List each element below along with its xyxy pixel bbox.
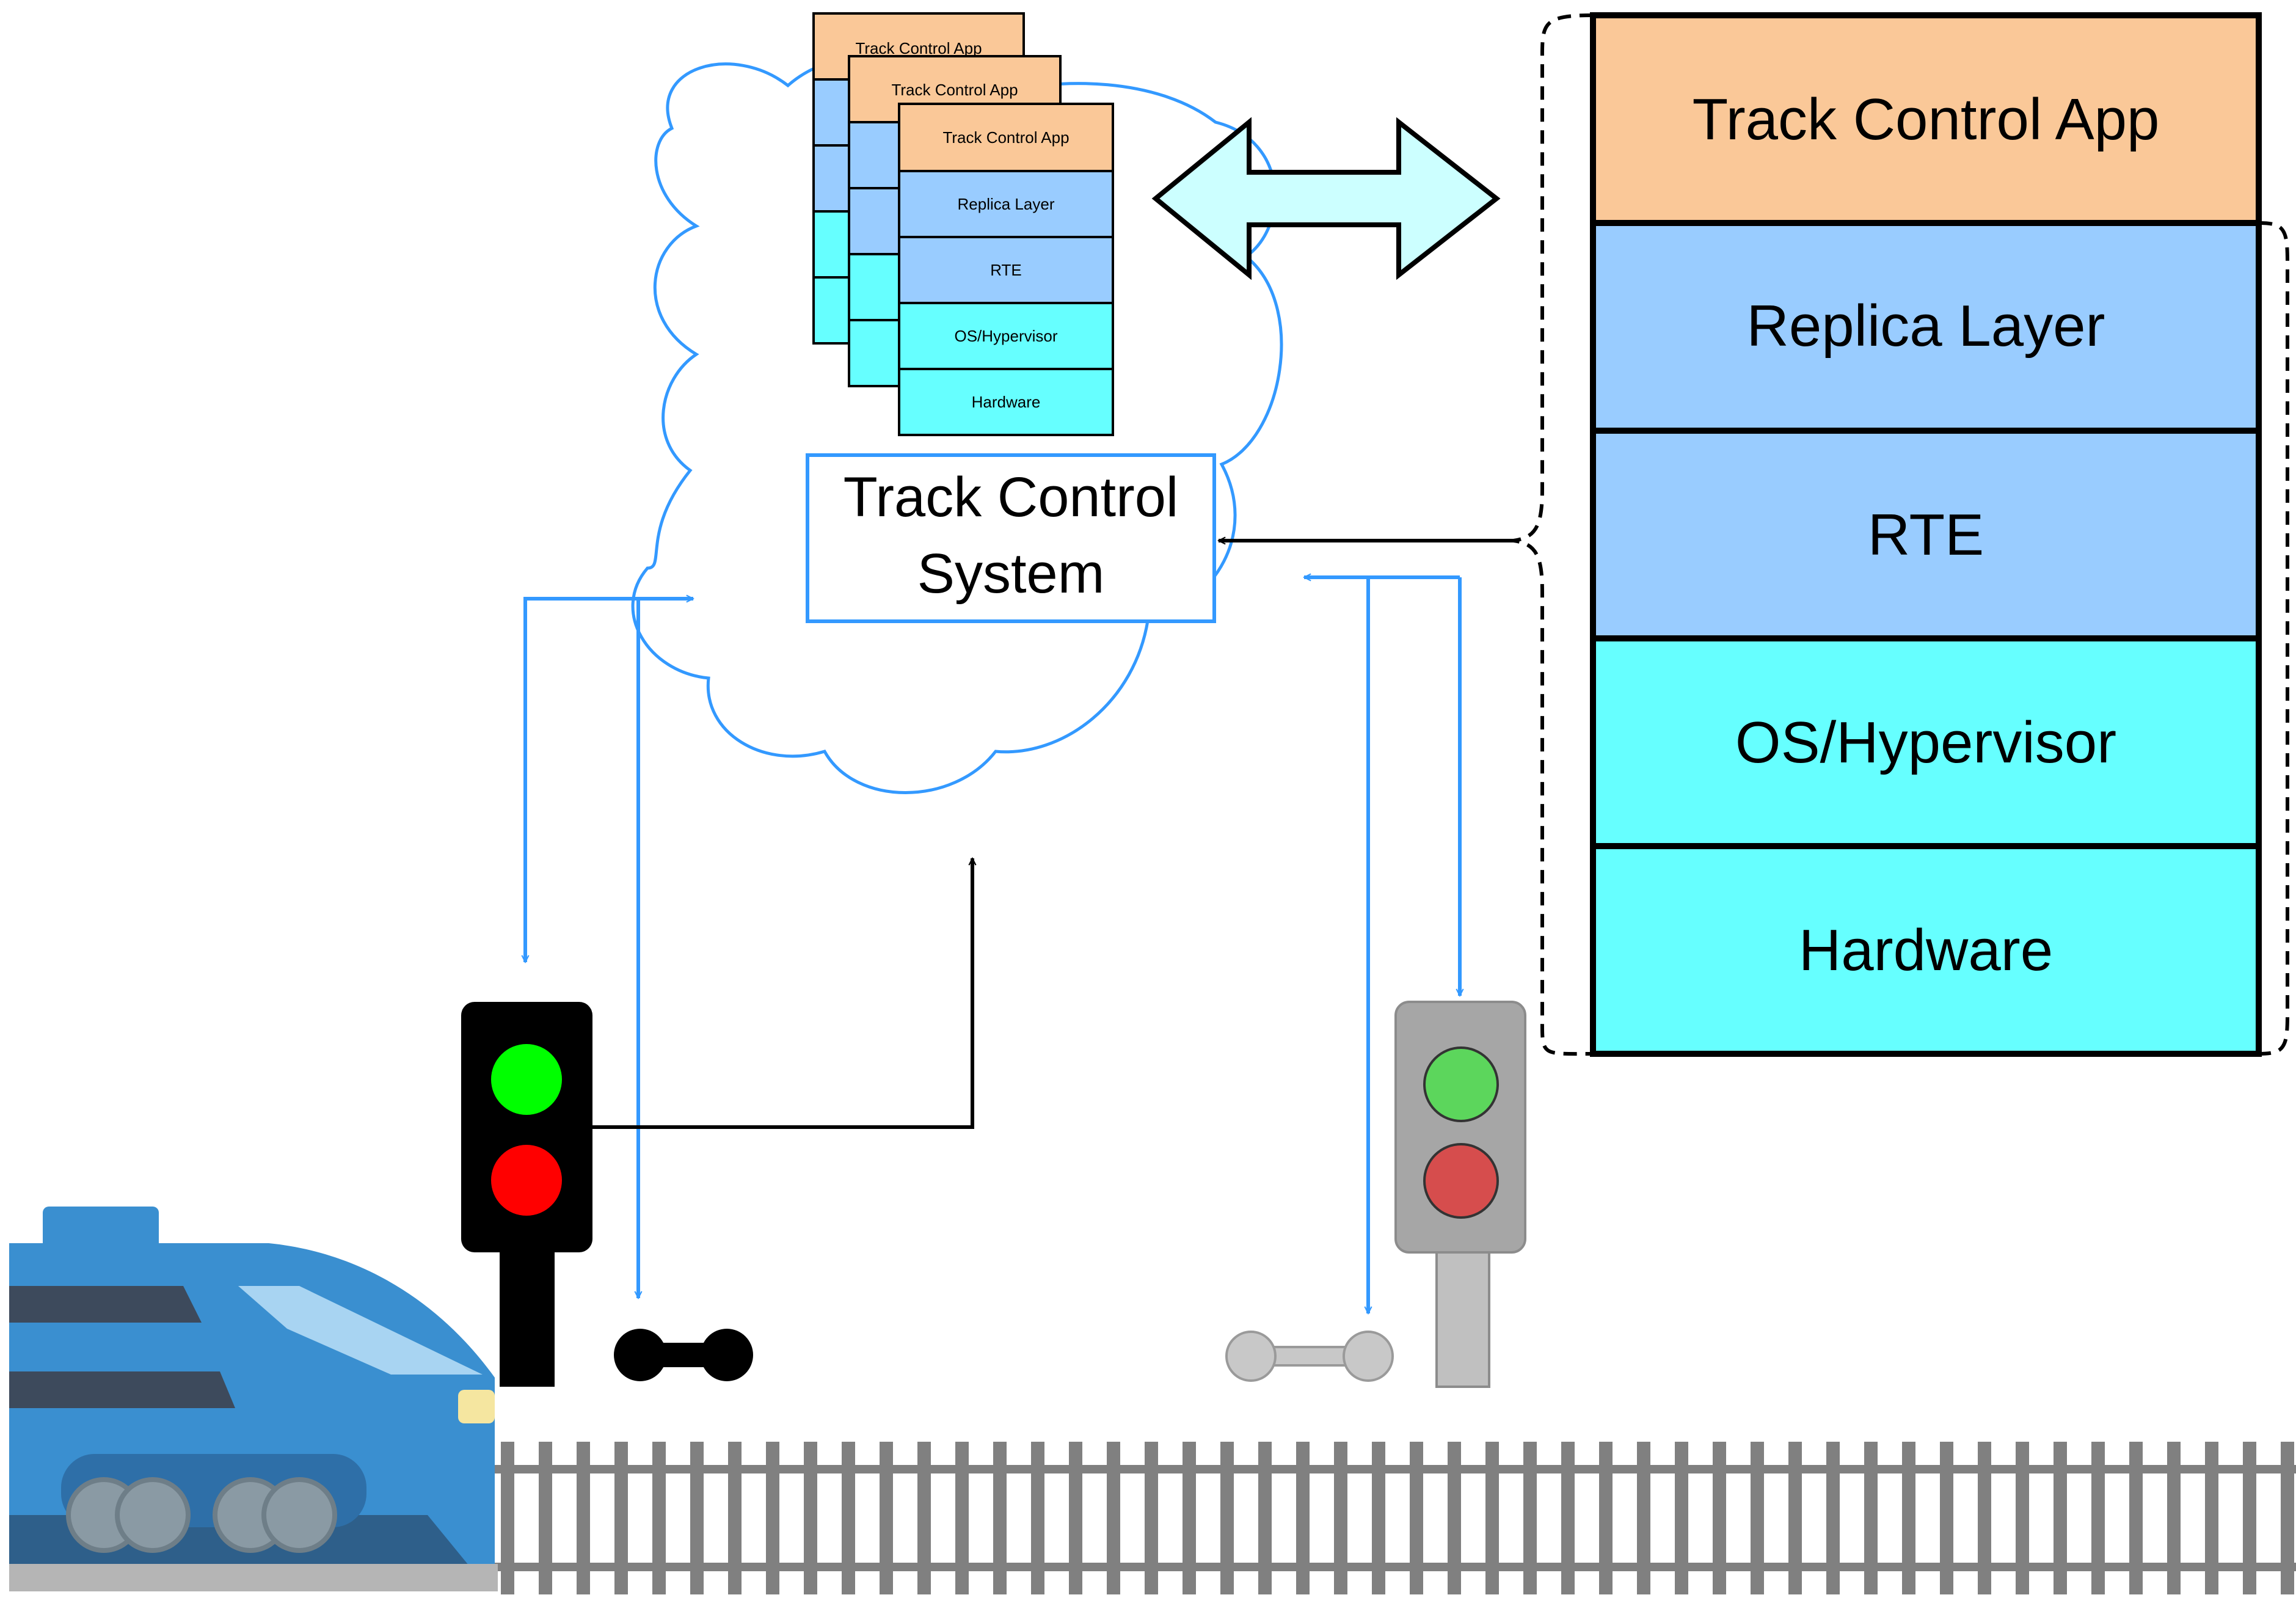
- mini-stack-front-layer-4: Hardware: [972, 393, 1041, 411]
- big-stack-layer-os: [1590, 635, 2262, 849]
- rail-tie: [1561, 1442, 1575, 1594]
- rail-tie: [2281, 1442, 2294, 1594]
- rail-tie: [1069, 1442, 1082, 1594]
- rail-tie: [1258, 1442, 1272, 1594]
- mini-stack-middle-label: Track Control App: [891, 81, 1018, 99]
- rail-tie: [1485, 1442, 1499, 1594]
- big-stack-layer-app: [1590, 12, 2262, 226]
- traffic-signal-icon: [461, 1002, 592, 1387]
- rail-tie: [614, 1442, 628, 1594]
- rail-tie: [577, 1442, 590, 1594]
- big-stack-label-3: OS/Hypervisor: [1735, 710, 2116, 775]
- rail-tie: [1864, 1442, 1878, 1594]
- rail-tie: [2091, 1442, 2105, 1594]
- track-control-system-box: Track Control System: [806, 453, 1216, 623]
- rail-tie: [2243, 1442, 2256, 1594]
- rail-tie: [728, 1442, 742, 1594]
- right-brace: [2258, 221, 2289, 1056]
- big-stack: Track Control App Replica Layer RTE OS/H…: [1590, 12, 2262, 1057]
- track-control-system-line1: Track Control: [844, 466, 1179, 528]
- track-control-system-line2: System: [917, 542, 1105, 605]
- left-brace: [1513, 13, 1594, 1056]
- rail-tie: [1599, 1442, 1613, 1594]
- rail-tie: [2016, 1442, 2029, 1594]
- rail-tie: [2205, 1442, 2218, 1594]
- mini-stack-back-label: Track Control App: [855, 39, 982, 57]
- railway-track: [464, 1442, 2296, 1594]
- rail-tie: [501, 1442, 514, 1594]
- rail-tie: [690, 1442, 704, 1594]
- rail-tie: [1675, 1442, 1688, 1594]
- rail-tie: [804, 1442, 817, 1594]
- rail-tie: [1107, 1442, 1120, 1594]
- rail-tie: [1410, 1442, 1423, 1594]
- rail-tie: [652, 1442, 666, 1594]
- traffic-signal-icon: [1394, 1001, 1526, 1388]
- rail-tie: [2129, 1442, 2143, 1594]
- signal-green-light: [491, 1044, 562, 1115]
- signal-to-cloud-arrow: [589, 858, 972, 1129]
- rail-tie: [1448, 1442, 1461, 1594]
- rail-tie: [1788, 1442, 1802, 1594]
- rail-tie: [842, 1442, 855, 1594]
- mini-stack-front-layer-2: RTE: [990, 261, 1022, 279]
- rail-tie: [1031, 1442, 1044, 1594]
- rail-tie: [993, 1442, 1007, 1594]
- rail-tie: [2167, 1442, 2181, 1594]
- signal-dim-red-light: [1423, 1143, 1499, 1219]
- rail-tie: [1372, 1442, 1385, 1594]
- right-connectors: [1304, 577, 1460, 1313]
- rail-tie: [1902, 1442, 1915, 1594]
- big-stack-layer-hardware: [1590, 843, 2262, 1057]
- rail-tie: [955, 1442, 969, 1594]
- rail-tie: [880, 1442, 893, 1594]
- rail-tie: [1296, 1442, 1310, 1594]
- rail-tie: [1334, 1442, 1347, 1594]
- mini-stack-front-layer-1: Replica Layer: [958, 195, 1055, 213]
- mini-stack-front-layer-0: Track Control App: [942, 128, 1069, 147]
- mini-stack-front-layer-3: OS/Hypervisor: [954, 327, 1057, 345]
- rail-tie: [1978, 1442, 1991, 1594]
- rail-tie: [1826, 1442, 1840, 1594]
- rail-tie: [917, 1442, 931, 1594]
- rail-tie: [1637, 1442, 1650, 1594]
- rail-tie: [2054, 1442, 2067, 1594]
- big-stack-label-0: Track Control App: [1693, 87, 2160, 152]
- big-stack-label-1: Replica Layer: [1747, 293, 2105, 359]
- rail-tie: [1220, 1442, 1234, 1594]
- signal-red-light: [491, 1145, 562, 1216]
- train-icon: [9, 1207, 498, 1591]
- rail-tie: [539, 1442, 552, 1594]
- rail-tie: [1751, 1442, 1764, 1594]
- big-stack-layer-replica: [1590, 220, 2262, 434]
- track-switch-icon: [614, 1329, 753, 1381]
- rail-tie: [1523, 1442, 1537, 1594]
- rail-tie: [1183, 1442, 1196, 1594]
- rail-tie: [766, 1442, 779, 1594]
- big-stack-label-2: RTE: [1868, 502, 1984, 568]
- track-switch-icon: [1225, 1331, 1394, 1382]
- double-arrow-icon: [1151, 117, 1501, 280]
- signal-dim-green-light: [1423, 1046, 1499, 1122]
- rail-tie: [1145, 1442, 1158, 1594]
- rail-tie: [1713, 1442, 1726, 1594]
- left-connectors: [525, 599, 693, 1298]
- big-stack-label-4: Hardware: [1799, 918, 2053, 983]
- mini-stack-front: Track Control App Replica Layer RTE OS/H…: [898, 103, 1114, 436]
- rail-tie: [1940, 1442, 1953, 1594]
